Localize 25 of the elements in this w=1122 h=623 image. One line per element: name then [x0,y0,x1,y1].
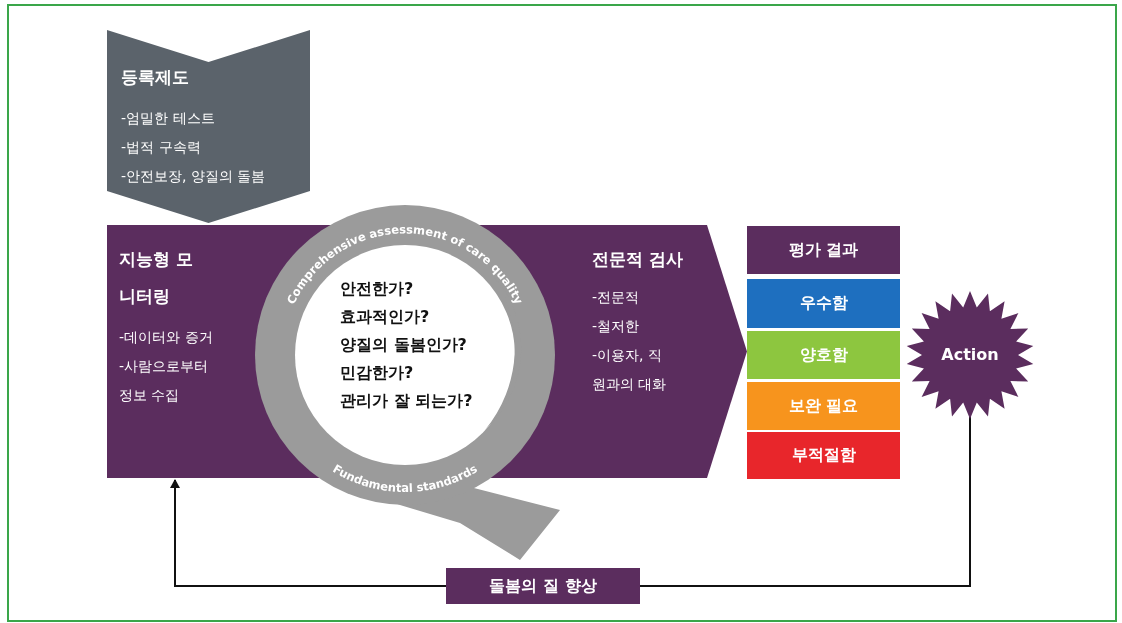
bullet-text: -전문적 [592,288,640,307]
bullet-text: -엄밀한 테스트 [121,110,215,128]
header-box: 평가 결과 [747,226,900,274]
heading: 지능형 모니터링 [119,248,194,308]
bullet-text: -사람으로부터 정보 수집 [119,357,210,405]
bullet-text: -철저한 [592,317,640,336]
question-text: 효과적인가? [340,307,430,328]
rating-box: 우수함 [747,279,900,328]
rating-box: 보완 필요 [747,382,900,430]
question-text: 관리가 잘 되는가? [340,391,473,412]
heading: 등록제도 [121,66,189,89]
bullet-text: -데이터와 증거 [119,328,213,347]
heading: 전문적 검사 [592,248,683,271]
rating-box: 양호함 [747,331,900,379]
action-label: Action [940,345,1000,364]
chevron-box [107,30,310,223]
question-text: 양질의 돌봄인가? [340,335,467,356]
bullet-text: -법적 구속력 [121,139,201,157]
connector [170,479,447,587]
bullet-text: -이용자, 직원과의 대화 [592,346,668,394]
question-text: 민감한가? [340,363,414,384]
label-box: 돌봄의 질 향상 [446,568,640,604]
starburst [905,290,1035,420]
bullet-text: -안전보장, 양질의 돌봄 [121,168,266,186]
rating-box: 부적절함 [747,432,900,479]
